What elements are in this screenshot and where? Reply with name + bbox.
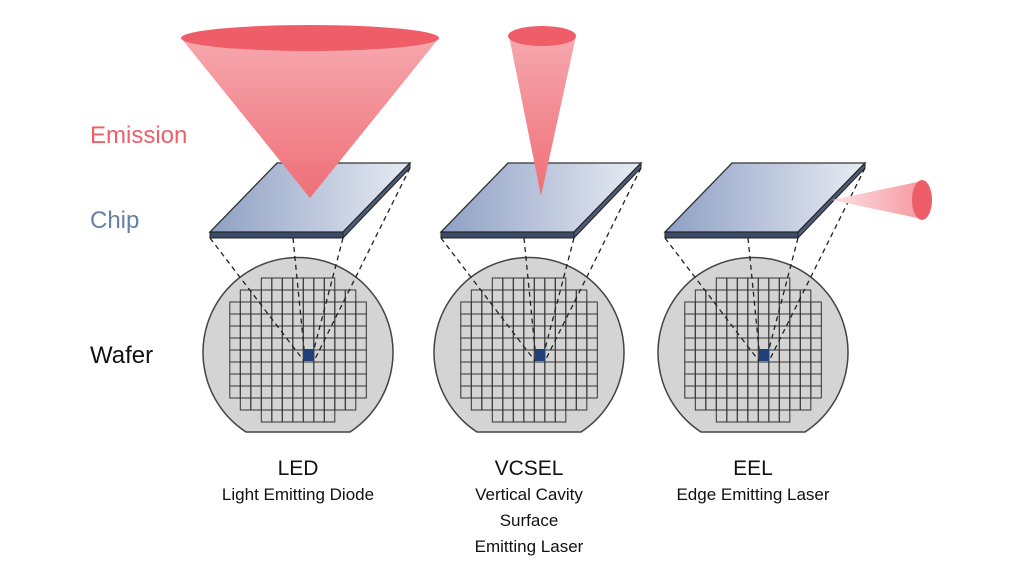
selected-die (759, 349, 769, 361)
die-cell (575, 397, 588, 411)
wafer-die-grid (229, 277, 367, 423)
die-cell (810, 385, 822, 399)
device-full-name: Edge Emitting Laser (676, 485, 830, 504)
chip-label: Chip (90, 207, 140, 234)
emission-cone-eel (832, 180, 932, 220)
chip-eel (663, 161, 867, 240)
die-cell (554, 409, 567, 423)
die-cell (586, 385, 598, 399)
die-cell (323, 409, 336, 423)
device-full-name-line-2: Surface (499, 511, 559, 530)
projection-lines (209, 167, 866, 362)
chip-vcsel (439, 161, 643, 240)
wafer-die-grid (684, 277, 822, 423)
wafer-die-grid (460, 277, 598, 423)
emission-cone-led (181, 25, 439, 198)
device-full-name-line-1: Vertical Cavity (475, 485, 583, 504)
die-cell (355, 385, 367, 399)
wafer-label: Wafer (90, 342, 154, 369)
emission-label: Emission (90, 122, 188, 149)
device-abbr: LED (277, 457, 319, 480)
selected-die (304, 349, 314, 361)
caption-eel: EEL Edge Emitting Laser (633, 456, 873, 508)
device-abbr: EEL (733, 457, 773, 480)
caption-vcsel: VCSEL Vertical Cavity Surface Emitting L… (409, 456, 649, 560)
wafer-led (202, 256, 394, 433)
emission-cone-vcsel (508, 26, 576, 196)
device-full-name: Light Emitting Diode (221, 485, 375, 504)
selected-die (535, 349, 545, 361)
device-full-name-line-3: Emitting Laser (474, 537, 584, 556)
device-abbr: VCSEL (494, 457, 564, 480)
die-cell (778, 409, 791, 423)
die-cell (799, 397, 812, 411)
die-cell (344, 397, 357, 411)
wafer-eel (657, 256, 849, 433)
wafer-vcsel (433, 256, 625, 433)
caption-led: LED Light Emitting Diode (178, 456, 418, 508)
